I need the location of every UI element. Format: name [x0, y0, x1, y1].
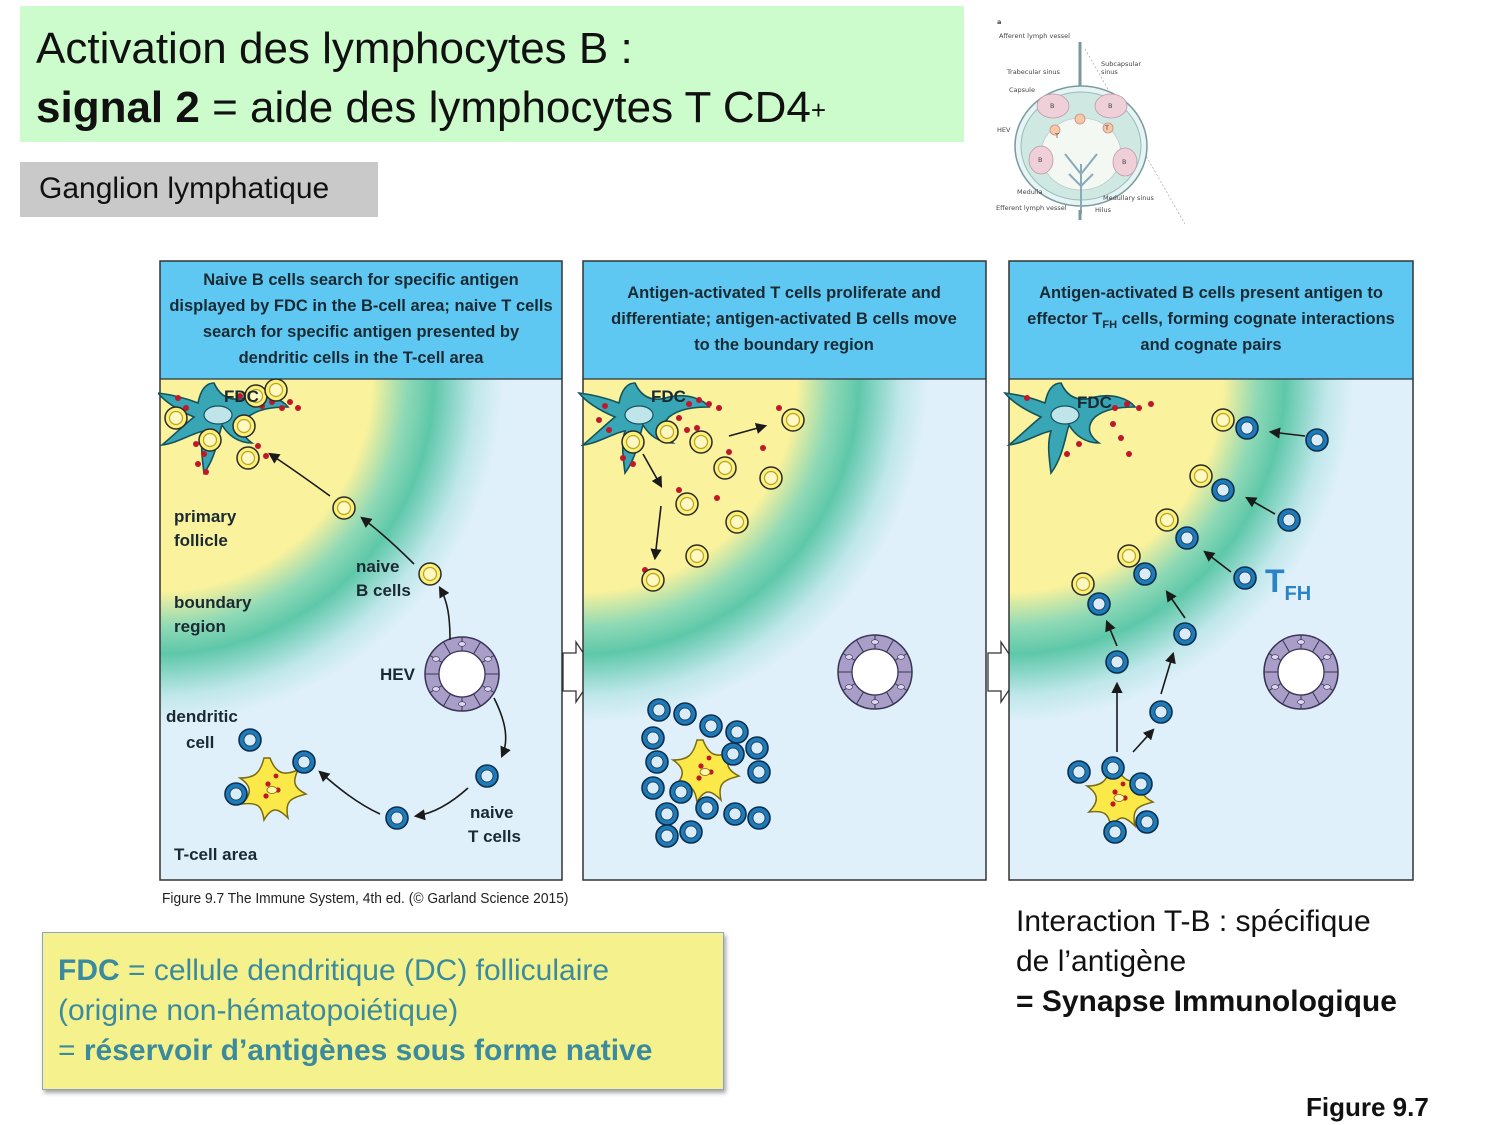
title-box: Activation des lymphocytes B : signal 2 …	[20, 6, 964, 142]
title-line-1: Activation des lymphocytes B :	[36, 24, 633, 73]
title-line-2-rest: = aide des lymphocytes T CD4	[199, 83, 811, 132]
naive-b-label-2: B cells	[356, 581, 411, 600]
naive-t-label-2: T cells	[468, 827, 521, 846]
inset-subcapsular-label: Subcapsular	[1101, 60, 1141, 68]
panel-3: Antigen-activated B cells present antige…	[1004, 260, 1414, 881]
tfh-label: TFH	[1265, 563, 1311, 605]
primary-label: primary	[174, 507, 237, 526]
boundary-label: boundary	[174, 593, 252, 612]
hev-3	[1263, 634, 1339, 710]
inset-afferent-label: Afferent lymph vessel	[999, 32, 1070, 40]
note-synapse: = Synapse Immunologique	[1016, 985, 1397, 1018]
panel-2-header-line-2: differentiate; antigen-activated B cells…	[611, 310, 957, 328]
inset-t-label-2: T	[1054, 132, 1059, 140]
interaction-note: Interaction T-B : spécifique de l’antigè…	[1016, 902, 1397, 1022]
inset-hev-label: HEV	[997, 126, 1011, 134]
note-line-3: = Synapse Immunologique	[1016, 982, 1397, 1022]
panel-3-header-line-1: Antigen-activated B cells present antige…	[1039, 284, 1383, 302]
inset-b-label-2: B	[1108, 102, 1112, 110]
fdc-definition-box: FDC = cellule dendritique (DC) follicula…	[42, 932, 724, 1090]
inset-hilus-label: Hilus	[1095, 206, 1112, 214]
fdc-line-1: FDC = cellule dendritique (DC) follicula…	[58, 951, 723, 991]
panel-3-header-line-3: and cognate pairs	[1140, 336, 1281, 354]
dendritic-label-2: cell	[186, 733, 214, 752]
inset-sinus-label: sinus	[1101, 68, 1118, 76]
location-tag: Ganglion lymphatique	[20, 162, 378, 217]
note-line-2: de l’antigène	[1016, 945, 1187, 978]
fdc-label-1: FDC	[224, 387, 259, 406]
region-label: region	[174, 617, 226, 636]
panel-3-header-effector: effector T	[1027, 310, 1102, 328]
inset-b-label-3: B	[1038, 156, 1042, 164]
panel-2-header-line-3: to the boundary region	[694, 336, 874, 354]
naive-b-label-1: naive	[356, 557, 399, 576]
inset-medulla-label: Medulla	[1017, 188, 1042, 196]
panel-1-header-line-1: Naive B cells search for specific antige…	[203, 271, 518, 289]
panel-3-header-rest: cells, forming cognate interactions	[1117, 310, 1395, 328]
fdc-line-2: (origine non-hématopoiétique)	[58, 994, 459, 1027]
panel-2: Antigen-activated T cells proliferate an…	[578, 260, 987, 881]
title-superscript: +	[810, 95, 827, 125]
panel-1-header-line-4: dendritic cells in the T-cell area	[239, 349, 485, 367]
inset-medullary-label: Medullary sinus	[1103, 194, 1154, 202]
title-line-2: signal 2 = aide des lymphocytes T CD4+	[36, 78, 964, 138]
inset-trabecular-label: Trabecular sinus	[1006, 68, 1060, 76]
tfh-label-main: T	[1265, 563, 1285, 599]
panel-3-header-fh: FH	[1102, 319, 1117, 331]
figure-label: Figure 9.7	[1306, 1092, 1429, 1122]
tfh-label-sub: FH	[1285, 583, 1312, 605]
b-cell-activation-figure: Naive B cells search for specific antige…	[158, 260, 1414, 881]
fdc-line-3-prefix: =	[58, 1034, 84, 1067]
fdc-label-3: FDC	[1077, 393, 1112, 412]
fdc-label-2: FDC	[651, 387, 686, 406]
panel-3-header-line-2: effector TFH cells, forming cognate inte…	[1027, 310, 1395, 331]
panel-1-header-line-3: search for specific antigen presented by	[203, 323, 520, 341]
fdc-line-3: = réservoir d’antigènes sous forme nativ…	[58, 1031, 723, 1071]
lymph-node-inset: a Afferent lymph vessel Trabecular sinus…	[996, 18, 1185, 225]
fdc-reservoir: réservoir d’antigènes sous forme native	[83, 1034, 653, 1067]
tcell-area-label: T-cell area	[174, 845, 258, 864]
hev-1	[424, 636, 500, 712]
inset-b-label-4: B	[1122, 158, 1126, 166]
naive-t-label-1: naive	[470, 803, 513, 822]
follicle-label: follicle	[174, 531, 228, 550]
inset-a-label: a	[997, 18, 1001, 26]
note-line-1: Interaction T-B : spécifique	[1016, 905, 1371, 938]
fdc-term: FDC	[58, 954, 120, 987]
panel-1: Naive B cells search for specific antige…	[158, 260, 563, 881]
figure-caption: Figure 9.7 The Immune System, 4th ed. (©…	[162, 890, 569, 907]
inset-capsule-label: Capsule	[1009, 86, 1035, 94]
hev-label: HEV	[380, 665, 416, 684]
panel-1-header-line-2: displayed by FDC in the B-cell area; nai…	[169, 297, 552, 315]
hev-2	[837, 634, 913, 710]
dendritic-label-1: dendritic	[166, 707, 238, 726]
fdc-definition: = cellule dendritique (DC) folliculaire	[119, 954, 610, 987]
panel-2-header-line-1: Antigen-activated T cells proliferate an…	[627, 284, 941, 302]
inset-efferent-label: Efferent lymph vessel	[996, 204, 1067, 212]
title-signal-2: signal 2	[36, 83, 200, 132]
inset-t-label-1: T	[1104, 124, 1109, 132]
inset-b-label-1: B	[1050, 102, 1054, 110]
